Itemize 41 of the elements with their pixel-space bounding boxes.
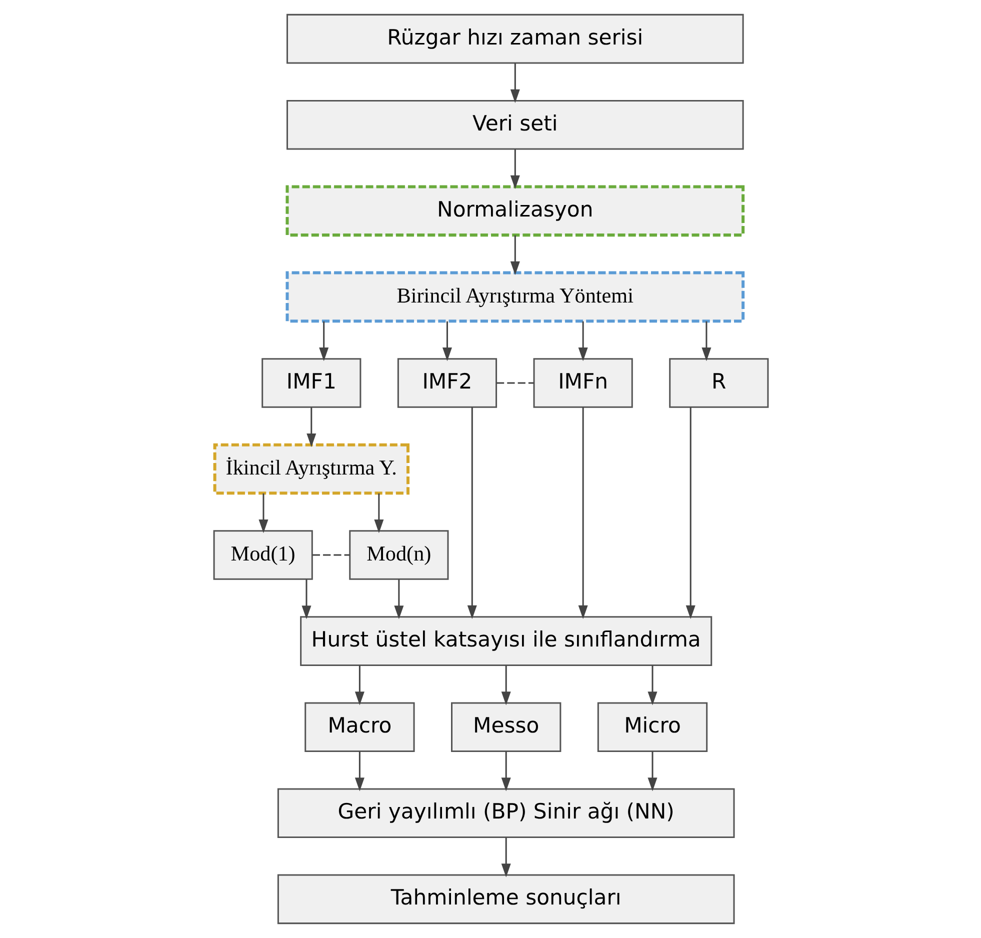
node-box: Tahminleme sonuçları xyxy=(276,874,734,924)
arrow xyxy=(354,665,364,706)
node-box: R xyxy=(668,358,768,408)
arrow xyxy=(258,493,268,534)
arrow xyxy=(306,407,316,448)
node-box: Geri yayılımlı (BP) Sinir ağı (NN) xyxy=(276,788,734,838)
node-box: İkincil Ayrıştırma Y. xyxy=(212,443,409,495)
arrow xyxy=(466,407,476,619)
arrow xyxy=(510,63,520,103)
node-box: IMFn xyxy=(532,358,632,408)
arrow xyxy=(647,752,657,792)
arrow xyxy=(354,752,364,792)
node-box: Messo xyxy=(450,702,561,752)
node-box: Mod(n) xyxy=(348,530,448,580)
arrow xyxy=(685,407,695,619)
arrow xyxy=(301,579,311,620)
arrow xyxy=(510,235,520,276)
arrow xyxy=(442,321,452,362)
arrow xyxy=(701,321,711,362)
connector xyxy=(496,382,534,384)
arrow xyxy=(318,321,328,362)
arrow xyxy=(500,665,510,706)
node-box: Mod(1) xyxy=(212,530,312,580)
arrow xyxy=(647,665,657,706)
node-box: Hurst üstel katsayısı ile sınıflandırma xyxy=(300,616,712,666)
node-box: Normalizasyon xyxy=(285,185,744,237)
arrow xyxy=(578,407,588,619)
node-box: Micro xyxy=(596,702,708,752)
connector xyxy=(312,554,350,556)
arrow xyxy=(500,838,510,878)
arrow xyxy=(394,579,404,620)
arrow xyxy=(500,752,510,792)
node-box: IMF2 xyxy=(396,358,497,408)
node-box: Veri seti xyxy=(286,100,744,150)
node-box: Birincil Ayrıştırma Yöntemi xyxy=(285,271,744,323)
node-box: IMF1 xyxy=(261,358,361,408)
node-box: Macro xyxy=(304,702,414,752)
node-box: Rüzgar hızı zaman serisi xyxy=(286,14,744,64)
arrow xyxy=(578,321,588,362)
arrow xyxy=(510,149,520,190)
arrow xyxy=(374,493,384,534)
